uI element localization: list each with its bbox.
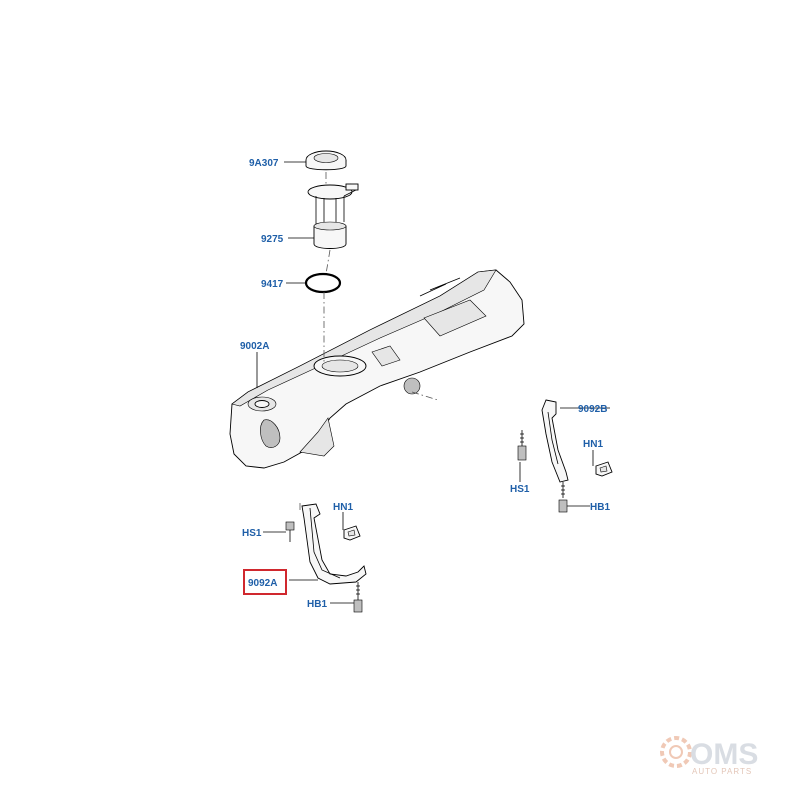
callouts: 9A307 9275 9417 9002A 9092B HN1 HS1 HB1 … [240, 158, 610, 610]
fuel-tank-strap-right [541, 399, 569, 483]
callout-hb1-left: HB1 [307, 599, 327, 610]
callout-hs1-right: HS1 [510, 484, 530, 495]
callout-9417: 9417 [261, 279, 284, 290]
callout-hb1-right: HB1 [590, 502, 610, 513]
bolt-hb1-left [353, 582, 363, 613]
bolt-hs1-right [517, 430, 527, 461]
nut-hn1-right [595, 461, 613, 477]
tank-boss-axis-line [411, 391, 439, 401]
highlight-box [243, 569, 287, 595]
leader-lines [256, 161, 610, 604]
watermark-logo: OMS AUTO PARTS [660, 736, 758, 776]
callout-hs1-left: HS1 [242, 528, 262, 539]
assembly-axis-line [323, 172, 331, 362]
fuel-tank [229, 269, 525, 469]
callout-9a307: 9A307 [249, 158, 279, 169]
callout-hn1-left: HN1 [333, 502, 353, 513]
nut-hn1-left [343, 525, 361, 541]
seal-ring-part [304, 272, 342, 294]
fuel-tank-strap-left [301, 503, 367, 585]
svg-text:AUTO PARTS: AUTO PARTS [692, 767, 752, 776]
lock-ring-part [305, 150, 347, 171]
bolt-hs1-left [285, 521, 295, 542]
callout-9092a: 9092A [248, 578, 277, 589]
callout-9275: 9275 [261, 234, 284, 245]
fuel-pump-part [307, 183, 359, 249]
svg-text:OMS: OMS [690, 738, 758, 771]
callout-9092b: 9092B [578, 404, 607, 415]
callout-9002a: 9002A [240, 341, 269, 352]
callout-hn1-right: HN1 [583, 439, 603, 450]
bolt-hb1-right [558, 482, 568, 513]
